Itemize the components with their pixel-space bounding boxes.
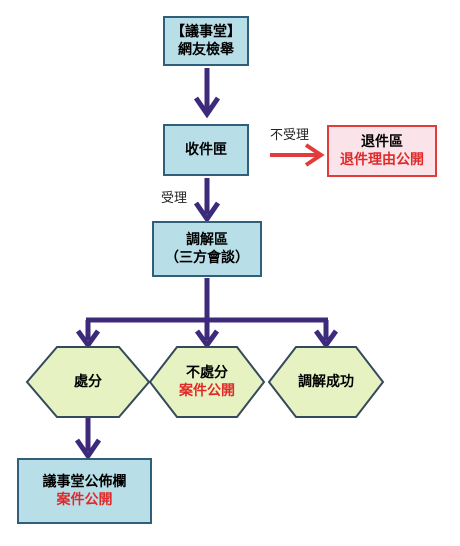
node-online-report-line2: 網友檢舉 [178, 42, 234, 58]
node-mediation-line1: 調解區 [186, 232, 228, 248]
arrowhead-report-to-inbox [193, 96, 221, 119]
node-bulletin-line2: 案件公開 [56, 492, 113, 508]
node-bulletin: 議事堂公佈欄 案件公開 [17, 458, 152, 524]
node-no-punish: 不處分 案件公開 [150, 347, 264, 417]
node-punish: 處分 [27, 347, 149, 417]
edge-label-accepted: 受理 [161, 191, 188, 206]
node-bulletin-line1: 議事堂公佈欄 [42, 474, 127, 490]
arrowhead-punish-to-bulletin [74, 438, 102, 461]
arrowhead-to-no-punish [194, 329, 220, 350]
hexagon-success [267, 346, 385, 418]
node-reject-line2: 退件理由公開 [340, 152, 424, 168]
node-success-label: 調解成功 [298, 374, 354, 390]
node-mediation: 調解區 （三方會談） [152, 221, 262, 277]
arrowhead-inbox-to-mediation [193, 201, 221, 224]
arrowhead-to-success [313, 329, 339, 350]
arrowhead-to-punish [75, 329, 101, 350]
node-mediation-line2: （三方會談） [165, 250, 249, 266]
node-reject: 退件區 退件理由公開 [327, 125, 437, 177]
node-success: 調解成功 [269, 347, 383, 417]
node-online-report-line1: 【議事堂】 [171, 24, 241, 40]
node-no-punish-line1: 不處分 [186, 365, 228, 381]
node-punish-label: 處分 [74, 374, 102, 390]
node-inbox-label: 收件匣 [185, 142, 227, 158]
node-no-punish-line2: 案件公開 [179, 383, 235, 399]
edge-label-not-accepted: 不受理 [270, 128, 310, 143]
node-online-report: 【議事堂】 網友檢舉 [163, 16, 249, 66]
arrowhead-inbox-to-reject [304, 143, 325, 167]
node-reject-line1: 退件區 [361, 134, 403, 150]
hexagon-no-punish [148, 346, 266, 418]
node-inbox: 收件匣 [163, 124, 249, 176]
